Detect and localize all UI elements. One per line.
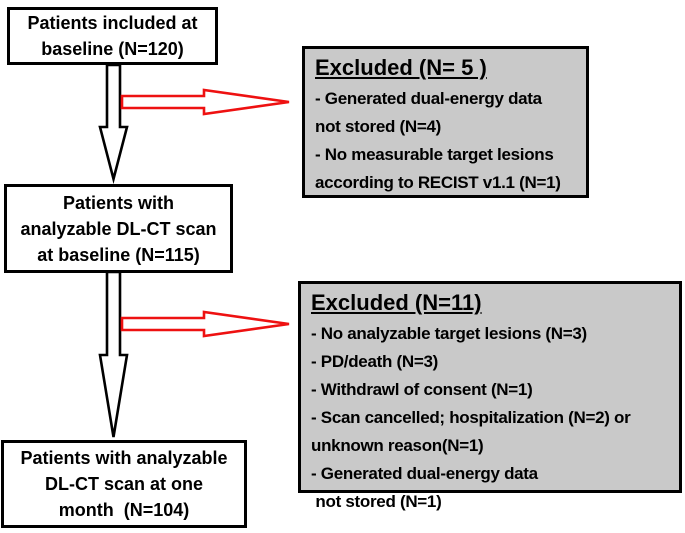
flow-box-text-line: Patients with analyzable bbox=[20, 448, 228, 468]
red-right-arrow-1-icon bbox=[120, 88, 290, 116]
flow-box-analyzable-baseline: Patients with analyzable DL-CT scan at b… bbox=[4, 184, 233, 273]
excluded-reason: - PD/death (N=3) bbox=[311, 352, 438, 371]
flow-box-text-line: Patients included at bbox=[27, 13, 198, 33]
flow-box-text-line: Patients with bbox=[62, 192, 174, 213]
excluded-reason: - Generated dual-energy data bbox=[311, 464, 538, 483]
flow-box-text-line: baseline (N=120) bbox=[41, 39, 184, 59]
excluded-reason: not stored (N=1) bbox=[311, 492, 442, 511]
flow-box-one-month: Patients with analyzable DL-CT scan at o… bbox=[1, 440, 247, 528]
flow-box-text-line: analyzable DL-CT scan bbox=[20, 218, 217, 239]
excluded-reason: unknown reason(N=1) bbox=[311, 436, 484, 455]
excluded-box-1-title: Excluded (N= 5 ) bbox=[315, 55, 487, 80]
excluded-reason: - No measurable target lesions bbox=[315, 145, 554, 164]
excluded-reason: not stored (N=4) bbox=[315, 117, 442, 136]
flow-box-text-line: at baseline (N=115) bbox=[37, 244, 200, 265]
excluded-box-1: Excluded (N= 5 ) - Generated dual-energy… bbox=[302, 46, 589, 198]
excluded-reason: according to RECIST v1.1 (N=1) bbox=[315, 173, 561, 192]
excluded-reason: - No analyzable target lesions (N=3) bbox=[311, 324, 587, 343]
down-arrow-2-icon bbox=[98, 270, 129, 438]
excluded-reason: - Withdrawl of consent (N=1) bbox=[311, 380, 533, 399]
flow-box-included-baseline: Patients included at baseline (N=120) bbox=[7, 7, 218, 65]
down-arrow-1-icon bbox=[98, 63, 129, 185]
excluded-reason: - Scan cancelled; hospitalization (N=2) … bbox=[311, 408, 631, 427]
red-right-arrow-2-icon bbox=[120, 310, 290, 338]
excluded-reason: - Generated dual-energy data bbox=[315, 89, 542, 108]
excluded-box-2-title: Excluded (N=11) bbox=[311, 290, 482, 315]
flow-box-text-line: month (N=104) bbox=[58, 500, 190, 520]
excluded-box-2: Excluded (N=11) - No analyzable target l… bbox=[298, 281, 682, 511]
flow-box-text-line: DL-CT scan at one bbox=[44, 474, 204, 494]
